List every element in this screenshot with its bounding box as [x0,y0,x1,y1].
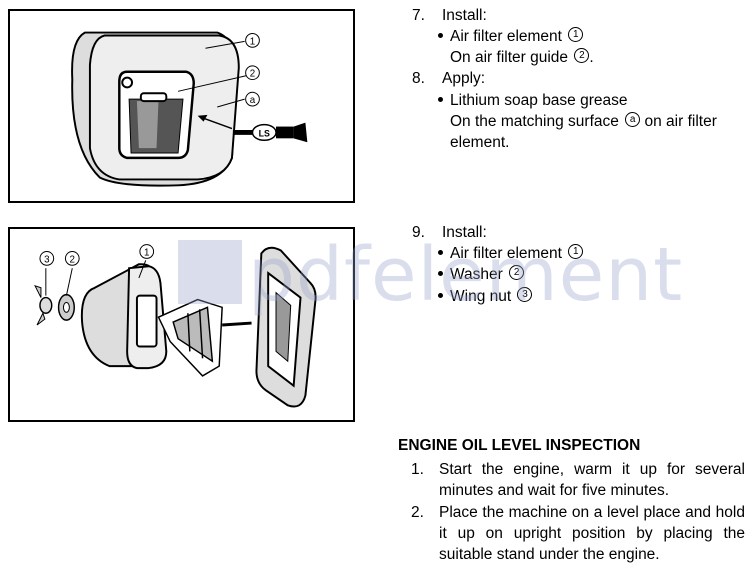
section-title: ENGINE OIL LEVEL INSPECTION [398,437,641,454]
air-filter-assembly-illustration: 3 2 1 [34,244,317,408]
svg-text:1: 1 [144,247,149,258]
bullet-icon [438,293,443,299]
air-filter-element-illustration: 1 2 a LS [71,31,308,187]
svg-text:LS: LS [259,128,270,138]
bullet-icon [438,250,443,256]
svg-text:3: 3 [44,254,50,265]
callout-3: 3 [39,251,55,266]
figure-air-filter-assembly: 3 2 1 [8,227,355,422]
callout-a: a [245,91,260,107]
step-number: 7. [412,7,425,24]
bullet-continuation: On air filter guide 2. [450,48,594,66]
step-number: 1. [411,461,424,478]
figure-air-filter-grease: 1 2 a LS [8,9,355,203]
bullet-icon [438,97,443,103]
callout-1: 1 [245,33,260,48]
callout-2: 2 [64,251,80,266]
ref-circle: 2 [509,265,525,281]
bullet-item: Lithium soap base grease [438,90,628,111]
ref-circle: 3 [517,287,533,303]
filter-case-illustration [255,246,317,408]
bullet-continuation: element. [450,134,510,151]
bullet-item: Washer 2 [438,264,525,285]
washer-illustration [57,293,75,321]
step-heading: Install: [442,224,487,241]
ref-circle: 2 [574,48,590,64]
step-text: Start the engine, warm it up for several… [439,461,745,499]
step-number: 8. [412,70,425,87]
step-heading: Install: [442,7,487,24]
svg-text:1: 1 [250,36,255,47]
callout-1: 1 [139,244,155,259]
ref-circle: 1 [568,244,584,260]
bullet-continuation: On the matching surface a on air filter [450,112,717,130]
svg-text:2: 2 [250,69,255,80]
svg-text:2: 2 [70,254,75,265]
bullet-icon [438,33,443,39]
grease-tool-icon: LS [197,114,308,143]
bullet-icon [438,271,443,277]
ref-circle: 1 [568,27,584,43]
filter-guide-illustration [157,298,223,377]
step-number: 9. [412,224,425,241]
wing-nut-illustration [34,284,53,326]
step-number: 2. [411,504,424,521]
ref-circle: a [625,112,641,128]
step-text: Place the machine on a level place and h… [439,504,745,563]
svg-text:a: a [250,95,256,106]
step-heading: Apply: [442,70,486,87]
callout-2: 2 [245,65,260,81]
bullet-item: Air filter element 1 [438,243,584,264]
bullet-item: Air filter element 1 [438,26,584,47]
bullet-item: Wing nut 3 [438,286,533,307]
